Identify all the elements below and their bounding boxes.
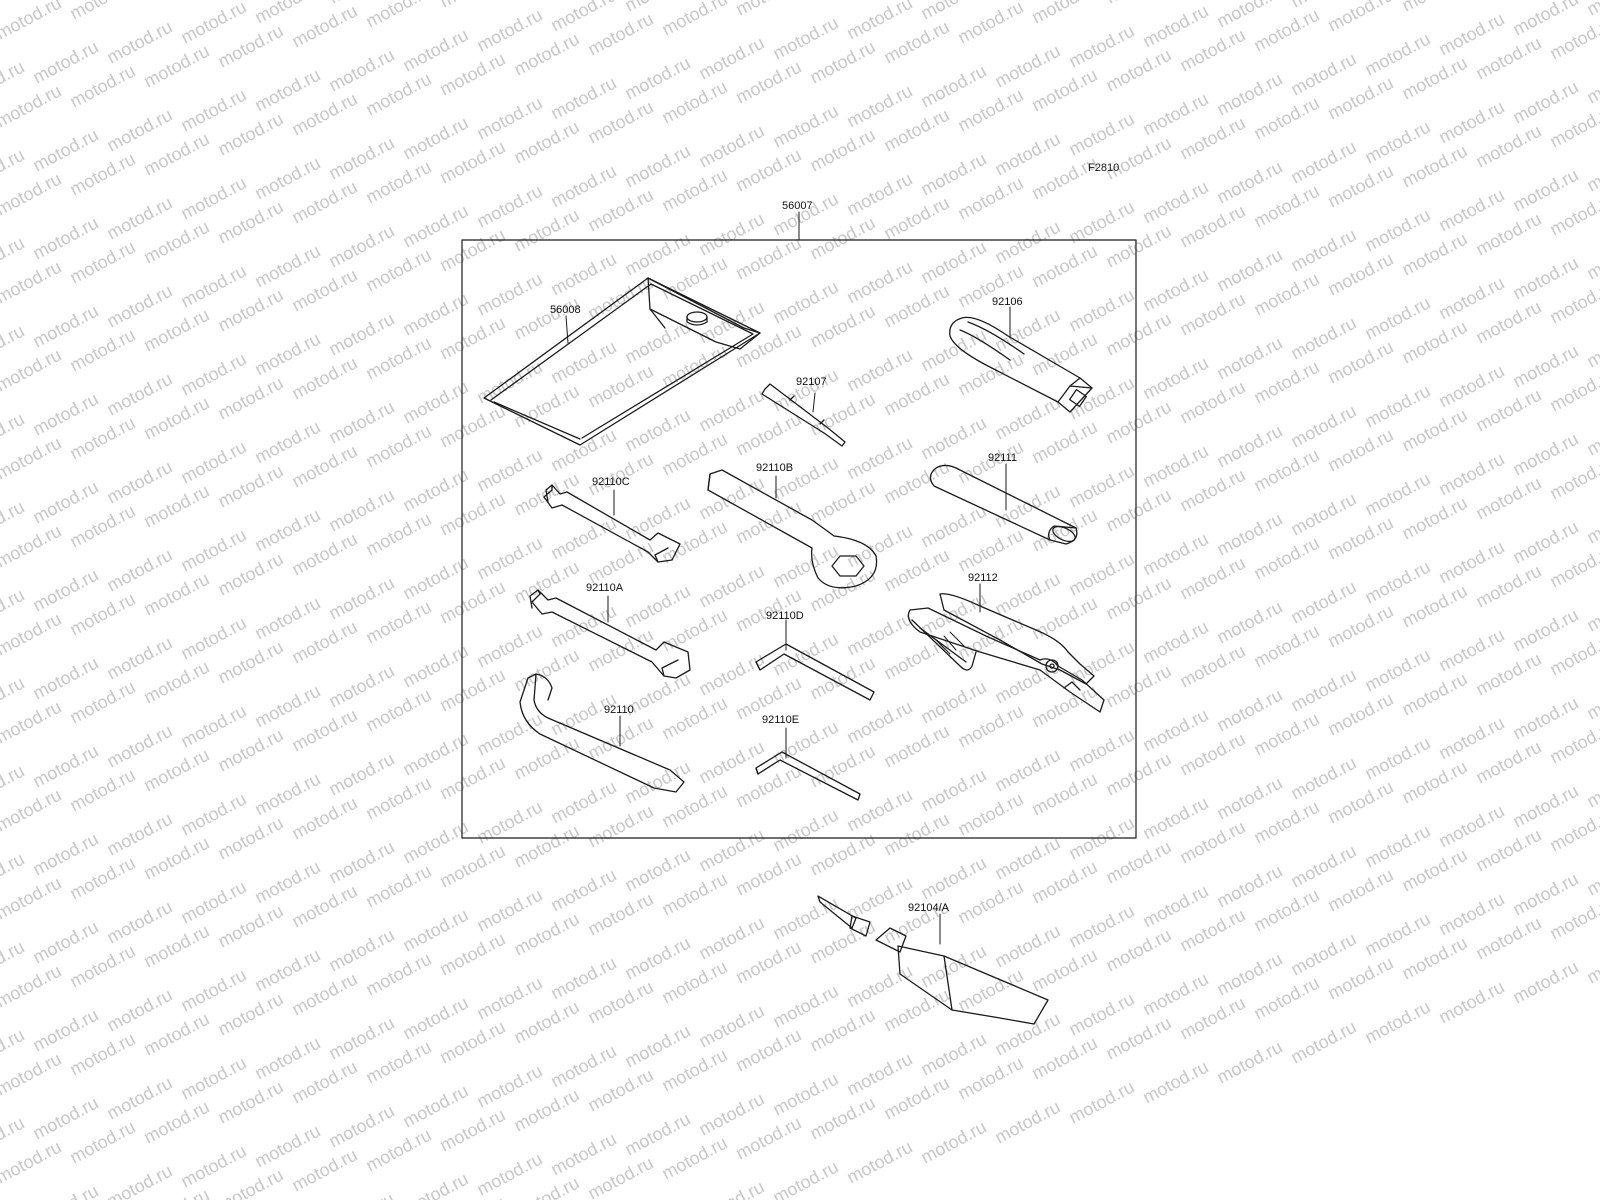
callout-92110B[interactable]: 92110B bbox=[756, 462, 794, 474]
screwdriver-bit[interactable] bbox=[761, 383, 846, 447]
hex-key-large[interactable] bbox=[755, 619, 875, 701]
kit-callout-label: 56007 bbox=[782, 200, 813, 212]
hook-spanner[interactable] bbox=[519, 673, 685, 793]
callout-92110[interactable]: 92110 bbox=[604, 704, 634, 716]
extension-bar[interactable] bbox=[929, 463, 1078, 545]
tool-pouch[interactable] bbox=[483, 277, 761, 446]
screwdriver-handle[interactable] bbox=[949, 306, 1093, 413]
kit-frame bbox=[461, 239, 1137, 839]
callout-92111[interactable]: 92111 bbox=[988, 452, 1017, 464]
open-end-wrench-small[interactable] bbox=[543, 484, 681, 563]
callout-92110E[interactable]: 92110E bbox=[762, 714, 800, 726]
callout-92110D[interactable]: 92110D bbox=[766, 610, 804, 622]
pliers[interactable] bbox=[907, 583, 1105, 713]
box-end-wrench[interactable] bbox=[707, 469, 878, 589]
callout-92104A[interactable]: 92104/A bbox=[908, 902, 949, 914]
callout-92106[interactable]: 92106 bbox=[992, 296, 1023, 308]
hex-key-small[interactable] bbox=[755, 727, 861, 801]
callout-56008[interactable]: 56008 bbox=[550, 304, 581, 316]
open-end-wrench-large[interactable] bbox=[529, 589, 691, 679]
callout-92110C[interactable]: 92110C bbox=[592, 476, 630, 488]
figure-code-label: F2810 bbox=[1088, 162, 1120, 174]
grease-tube[interactable] bbox=[817, 895, 1049, 1025]
callout-92107[interactable]: 92107 bbox=[796, 376, 827, 388]
callout-92112[interactable]: 92112 bbox=[968, 572, 998, 584]
callout-92110A[interactable]: 92110A bbox=[586, 582, 624, 594]
